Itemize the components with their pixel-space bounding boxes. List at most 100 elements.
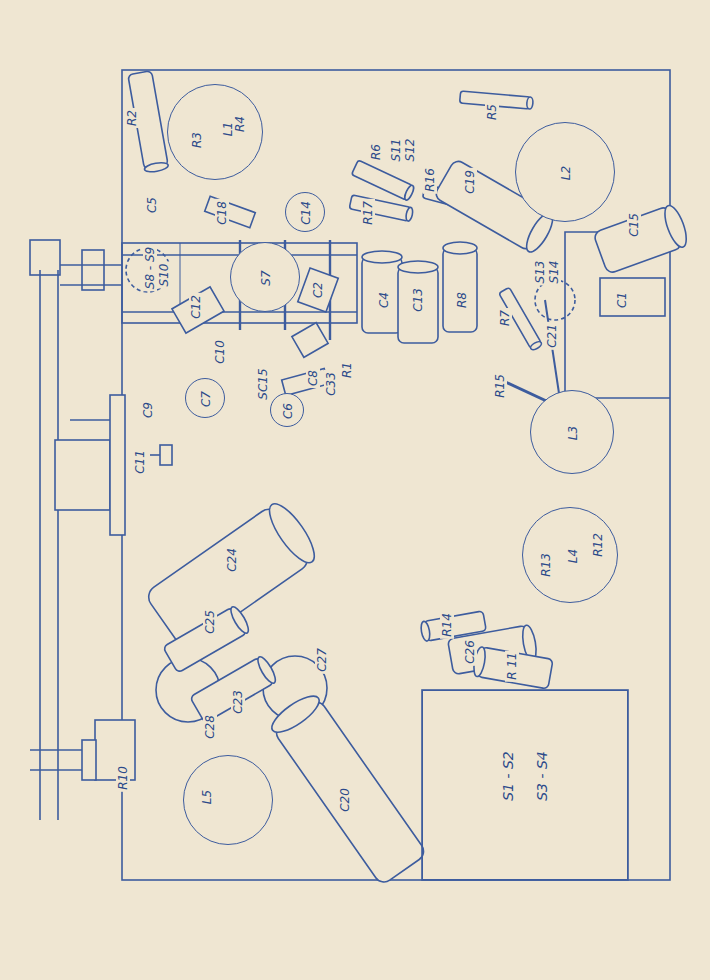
coil-can: S7: [230, 242, 300, 312]
drawing-rect: [172, 287, 224, 333]
drawing-line: [30, 749, 82, 751]
callout-label: S12: [403, 137, 417, 164]
callout-label: S14: [547, 259, 561, 286]
drawing-g: [499, 287, 543, 351]
callout-label: C27: [315, 646, 329, 674]
drawing-rect: [82, 250, 104, 290]
switch-box: S1 - S2 S3 - S4: [422, 690, 628, 880]
part-label: C6: [281, 401, 295, 421]
callout-label: C1: [615, 290, 629, 310]
drawing-rect: [82, 740, 96, 780]
drawing-rect: [110, 395, 125, 535]
callout-label: R16: [423, 166, 437, 194]
callout-label: R3: [190, 130, 204, 150]
callout-label: C28: [203, 713, 217, 741]
callout-label: R14: [440, 611, 454, 639]
drawing-ellipse: [443, 242, 477, 254]
coil-can: L2: [515, 122, 615, 222]
callout-label: C18: [215, 199, 229, 227]
callout-label: R5: [485, 102, 499, 122]
drawing-ellipse: [405, 207, 414, 222]
callout-label: S10: [157, 262, 171, 289]
drawing-g: [349, 195, 414, 222]
callout-label: C24: [225, 546, 239, 574]
callout-label: C13: [411, 286, 425, 314]
drawing-g: [362, 251, 402, 333]
part-label: C14: [299, 199, 313, 227]
drawing-g: [351, 160, 415, 201]
drawing-rect: [351, 160, 412, 200]
drawing-g: [282, 369, 329, 396]
part-label: L2: [559, 164, 573, 182]
callout-label: SC15: [256, 366, 270, 401]
drawing-rect: [292, 323, 328, 358]
drawing-rect: [298, 268, 339, 312]
callout-label: C5: [145, 195, 159, 215]
callout-label: C10: [213, 338, 227, 366]
part-label: L4: [566, 547, 580, 565]
callout-label: C4: [377, 290, 391, 310]
drawing-g: [398, 261, 438, 343]
coil-can: C14: [285, 192, 325, 232]
callout-label: C19: [463, 168, 477, 196]
drawing-rect: [422, 690, 628, 880]
callout-label: S13: [533, 259, 547, 286]
part-label: S3 - S4: [534, 749, 550, 803]
drawing-ellipse: [420, 621, 431, 642]
callout-label: S11: [389, 137, 403, 164]
drawing-ellipse: [403, 184, 415, 201]
drawing-ellipse: [262, 498, 322, 569]
coil-can: L5: [183, 755, 273, 845]
callout-label: C9: [141, 400, 155, 420]
drawing-rect: [398, 267, 438, 343]
part-label: L3: [566, 424, 580, 442]
callout-label: R4: [233, 114, 247, 134]
callout-label: C8: [306, 368, 320, 388]
callout-label: R8: [455, 290, 469, 310]
coil-can: L3: [530, 390, 614, 474]
drawing-g: [443, 242, 477, 332]
callout-label: C23: [231, 688, 245, 716]
callout-label: R 11: [505, 650, 519, 681]
part-label: L5: [200, 788, 214, 806]
part-label: C7: [199, 389, 213, 409]
drawing-g: [298, 268, 339, 312]
callout-label: S8 - S9: [143, 245, 157, 291]
drawing-ellipse: [255, 655, 279, 686]
drawing-line: [30, 769, 82, 771]
drawing-rect: [30, 240, 60, 275]
drawing-rect: [477, 647, 553, 689]
drawing-line: [60, 264, 122, 266]
coil-can: C6: [270, 393, 304, 427]
drawing-ellipse: [362, 251, 402, 263]
drawing-g: [593, 203, 691, 274]
drawing-rect: [443, 248, 477, 332]
drawing-g: [205, 196, 256, 227]
drawing-rect: [282, 369, 329, 396]
drawing-circle: [535, 280, 575, 320]
callout-label: C20: [338, 786, 352, 814]
drawing-rect: [55, 440, 110, 510]
drawing-ellipse: [144, 161, 169, 173]
callout-label: C25: [203, 608, 217, 636]
callout-label: C26: [463, 638, 477, 666]
drawing-g: [472, 646, 553, 689]
drawing-ellipse: [398, 261, 438, 273]
callout-label: R15: [493, 372, 507, 400]
drawing-g: [172, 287, 224, 333]
callout-label: C15: [627, 211, 641, 239]
callout-label: R17: [361, 199, 375, 227]
callout-label: C12: [189, 293, 203, 321]
part-label: S1 - S2: [500, 749, 516, 803]
callout-label: R10: [116, 764, 130, 792]
drawing-ellipse: [267, 690, 324, 739]
drawing-rect: [362, 257, 402, 333]
callout-label: C21: [545, 322, 559, 350]
drawing-ellipse: [529, 340, 542, 351]
drawing-ellipse: [661, 203, 691, 250]
drawing-rect: [600, 278, 665, 316]
drawing-line: [545, 300, 560, 400]
drawing-line: [57, 270, 59, 820]
drawing-g: [267, 690, 428, 886]
